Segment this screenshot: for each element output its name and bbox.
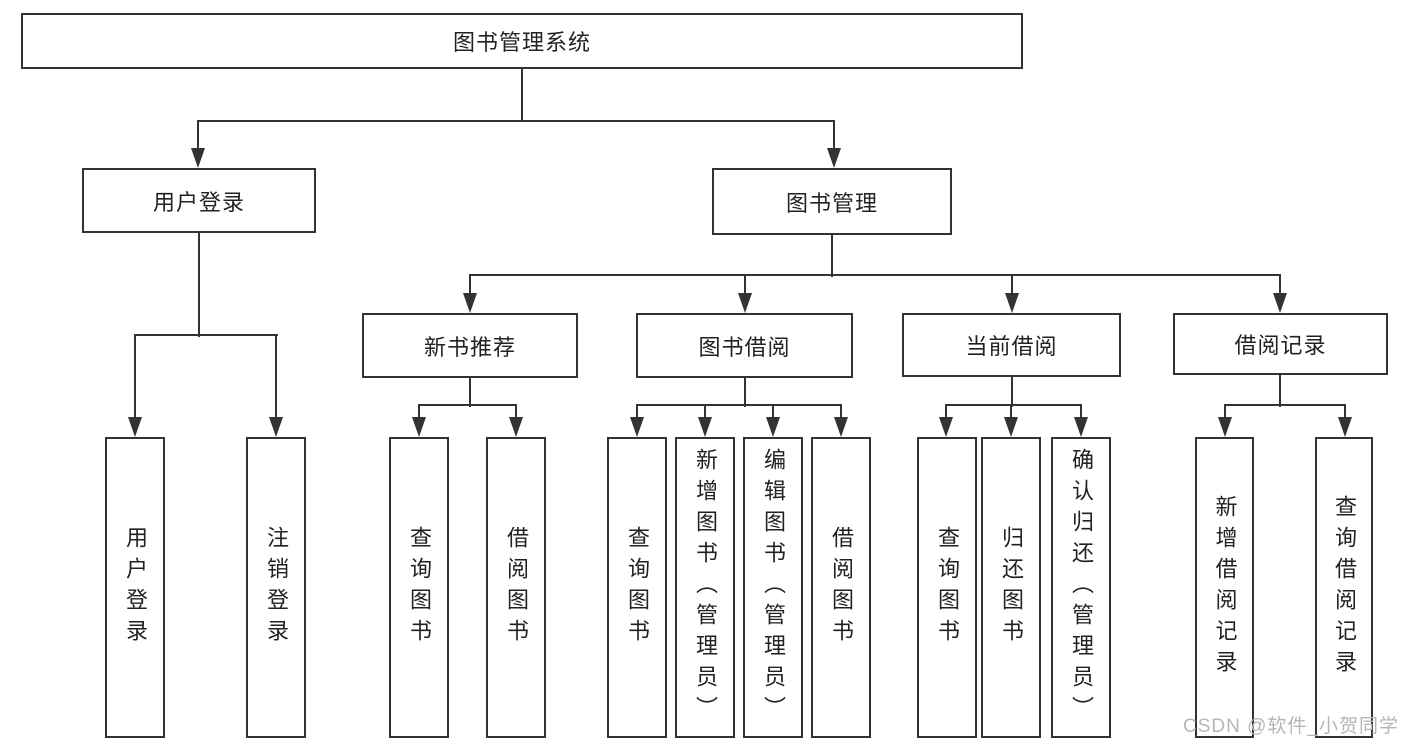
leaf-label: 查询图书: [625, 525, 650, 650]
leaf-return-books: 归还图书: [981, 437, 1041, 738]
leaf-confirm-return-admin: 确认归还（管理员）: [1051, 437, 1111, 738]
leaf-query-books-current: 查询图书: [917, 437, 977, 738]
leaf-logout: 注销登录: [246, 437, 306, 738]
leaf-add-books-admin: 新增图书（管理员）: [675, 437, 735, 738]
leaf-label: 新增图书（管理员）: [693, 448, 718, 727]
leaf-label: 借阅图书: [829, 525, 854, 650]
leaf-label: 编辑图书（管理员）: [761, 448, 786, 727]
leaf-query-books-recommend: 查询图书: [389, 437, 449, 738]
leaf-label: 新增借阅记录: [1212, 494, 1238, 681]
csdn-watermark: CSDN @软件_小贺同学: [1183, 716, 1399, 737]
node-book-management: 图书管理: [712, 168, 952, 235]
node-new-book-recommendation: 新书推荐: [362, 313, 578, 378]
leaf-label: 归还图书: [999, 525, 1024, 650]
node-book-borrowing: 图书借阅: [636, 313, 853, 378]
node-library-management-system: 图书管理系统: [21, 13, 1023, 69]
leaf-query-borrow-record: 查询借阅记录: [1315, 437, 1373, 738]
leaf-borrow-books-recommend: 借阅图书: [486, 437, 546, 738]
leaf-label: 查询图书: [407, 525, 432, 650]
node-label: 当前借阅: [965, 334, 1058, 359]
node-borrowing-records: 借阅记录: [1173, 313, 1388, 375]
node-label: 图书借阅: [698, 334, 791, 360]
leaf-label: 借阅图书: [504, 525, 529, 650]
leaf-add-borrow-record: 新增借阅记录: [1195, 437, 1254, 738]
leaf-label: 注销登录: [264, 525, 289, 650]
leaf-user-login: 用户登录: [105, 437, 165, 738]
node-label: 图书管理: [785, 190, 878, 216]
leaf-query-books-borrowing: 查询图书: [607, 437, 667, 738]
leaf-label: 查询借阅记录: [1332, 494, 1357, 681]
leaf-label: 用户登录: [123, 525, 148, 650]
leaf-label: 确认归还（管理员）: [1069, 448, 1094, 727]
node-label: 图书管理系统: [452, 30, 591, 55]
node-label: 新书推荐: [423, 334, 516, 360]
node-current-borrowing: 当前借阅: [902, 313, 1121, 377]
node-label: 借阅记录: [1234, 333, 1327, 358]
leaf-label: 查询图书: [935, 525, 960, 650]
node-user-login: 用户登录: [82, 168, 316, 233]
leaf-borrow-books-borrowing: 借阅图书: [811, 437, 871, 738]
node-label: 用户登录: [152, 189, 245, 215]
leaf-edit-books-admin: 编辑图书（管理员）: [743, 437, 803, 738]
